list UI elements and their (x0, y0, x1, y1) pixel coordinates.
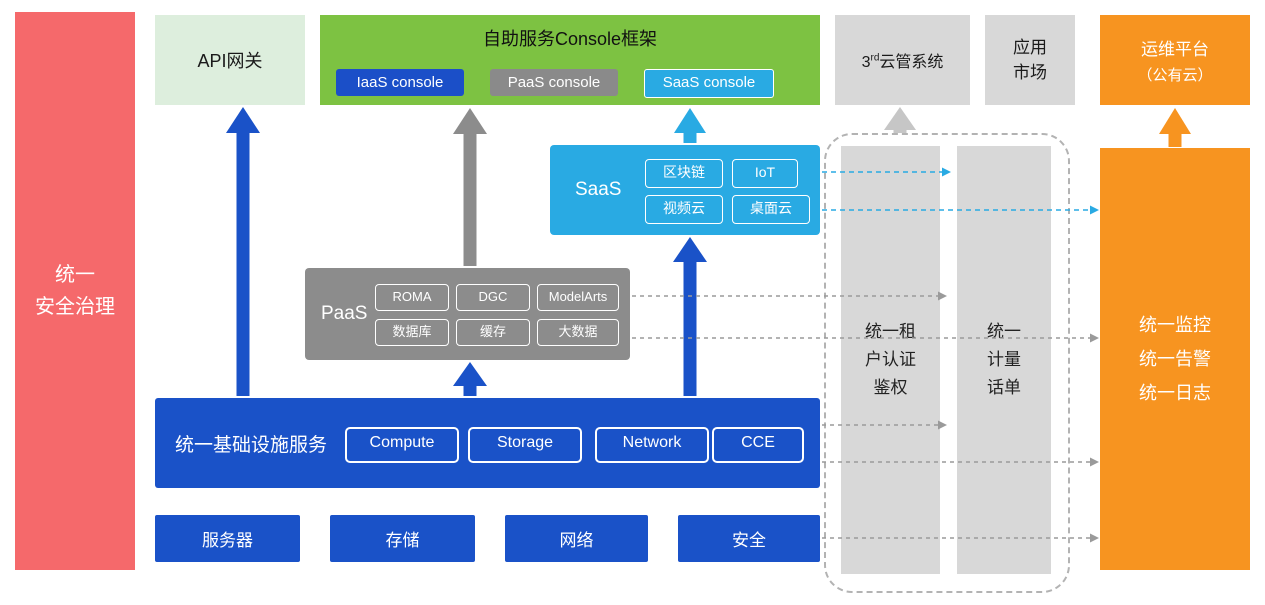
iaas-service-compute: Compute (345, 427, 459, 463)
iaas-service-storage: Storage (468, 427, 582, 463)
paas-label: PaaS (321, 303, 368, 324)
monitoring-alarm-log-bar: 统一监控 统一告警 统一日志 (1100, 148, 1250, 570)
arrow-paas-to-console-icon (453, 108, 487, 266)
saas-service-iot: IoT (732, 159, 798, 188)
third-party-cloud-mgmt-label: 3rd云管系统 (861, 52, 944, 71)
metering-billing-line: 计量 (987, 349, 1021, 369)
iaas-service-cce: CCE (712, 427, 804, 463)
hardware-storage-box: 存储 (330, 515, 475, 562)
saas-box: SaaS 区块链 IoT 视频云 桌面云 (550, 145, 820, 235)
arrow-saas-to-console-icon (674, 108, 706, 143)
hardware-security-box: 安全 (678, 515, 820, 562)
ops-platform-box: 运维平台 （公有云） (1100, 15, 1250, 105)
hardware-network-box: 网络 (505, 515, 648, 562)
saas-service-blockchain: 区块链 (645, 159, 723, 188)
console-frame-box: 自助服务Console框架 IaaS console PaaS console … (320, 15, 820, 105)
monitoring-line: 统一监控 (1139, 314, 1211, 335)
api-gateway-box: API网关 (155, 15, 305, 105)
arrow-iaas-to-api-gateway-icon (226, 107, 260, 396)
shared-services-dashed-group (824, 133, 1070, 593)
paas-service-cache: 缓存 (456, 319, 530, 346)
saas-service-desktop-cloud: 桌面云 (732, 195, 810, 224)
arrow-iaas-to-paas-icon (453, 362, 487, 396)
metering-billing-line: 话单 (987, 378, 1021, 398)
api-gateway-label: API网关 (197, 51, 263, 71)
iaas-infrastructure-bar: 统一基础设施服务 Compute Storage Network CCE (155, 398, 820, 488)
iaas-console-button: IaaS console (336, 69, 464, 96)
paas-box: PaaS ROMA DGC ModelArts 数据库 缓存 大数据 (305, 268, 630, 360)
tenant-auth-bar: 统一租 户认证 鉴权 (841, 146, 940, 574)
paas-service-dgc: DGC (456, 284, 530, 311)
paas-service-roma: ROMA (375, 284, 449, 311)
metering-billing-line: 统一 (987, 321, 1021, 341)
ops-platform-title: 运维平台 (1141, 40, 1209, 59)
saas-service-video-cloud: 视频云 (645, 195, 723, 224)
tenant-auth-line: 统一租 (865, 321, 916, 341)
paas-service-bigdata: 大数据 (537, 319, 619, 346)
ops-platform-subtitle: （公有云） (1137, 67, 1213, 84)
app-market-line: 应用 (1013, 37, 1047, 57)
paas-service-database: 数据库 (375, 319, 449, 346)
tenant-auth-line: 鉴权 (873, 378, 908, 398)
paas-console-button: PaaS console (490, 69, 618, 96)
saas-label: SaaS (575, 179, 622, 200)
hardware-server-box: 服务器 (155, 515, 300, 562)
metering-billing-bar: 统一 计量 话单 (957, 146, 1051, 574)
third-party-cloud-mgmt-box: 3rd云管系统 (835, 15, 970, 105)
console-frame-title: 自助服务Console框架 (482, 29, 658, 49)
saas-console-button: SaaS console (644, 69, 774, 98)
iaas-service-network: Network (595, 427, 709, 463)
log-line: 统一日志 (1139, 383, 1211, 404)
arrow-to-ops-platform-icon (1159, 108, 1191, 147)
paas-service-modelarts: ModelArts (537, 284, 619, 311)
app-market-box: 应用 市场 (985, 15, 1075, 105)
tenant-auth-line: 户认证 (865, 349, 916, 369)
arrow-to-cloud-mgmt-icon (884, 107, 916, 133)
app-market-line: 市场 (1013, 63, 1047, 82)
security-governance-bar: 统一 安全治理 (15, 12, 135, 570)
arrow-iaas-to-saas-icon (673, 237, 707, 396)
security-governance-line: 安全治理 (35, 296, 115, 318)
security-governance-line: 统一 (55, 264, 95, 286)
iaas-label: 统一基础设施服务 (175, 434, 328, 456)
alarm-line: 统一告警 (1139, 348, 1211, 369)
